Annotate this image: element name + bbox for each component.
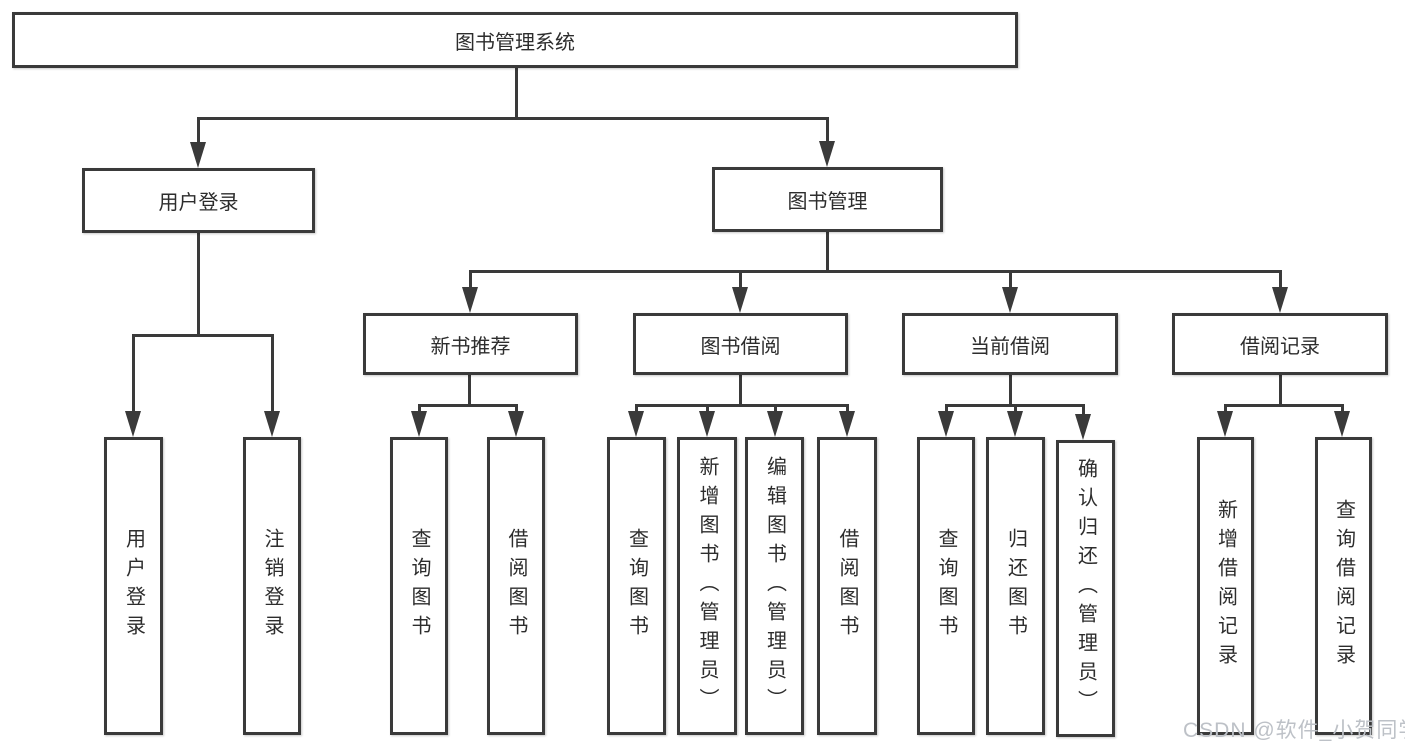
arrow-down-icon [699,411,715,437]
leaf-logout: 注销登录 [243,437,301,735]
connector-drop-user-login [197,117,200,146]
connector-drop-current-borrow [1009,270,1012,292]
connector-root-bar [197,117,829,120]
leaf-return-book-label: 归还图书 [1004,528,1027,644]
leaf-add-borrow-record: 新增借阅记录 [1197,437,1254,735]
connector-drop [635,404,638,414]
node-borrowing-records-label: 借阅记录 [1240,335,1320,358]
arrow-down-icon [508,411,524,437]
node-new-book-recommend: 新书推荐 [363,313,578,375]
connector-drop [846,404,849,414]
leaf-query-book-borrowing-label: 查询图书 [625,528,648,644]
arrow-down-icon [767,411,783,437]
connector-drop [1082,404,1085,416]
leaf-user-login: 用户登录 [104,437,163,735]
leaf-borrow-book-label: 借阅图书 [836,528,858,644]
connector-book-mgmt-stem [826,232,829,273]
leaf-query-borrow-record-label: 查询借阅记录 [1332,499,1355,673]
node-book-management-label: 图书管理 [787,191,868,213]
arrow-down-icon [819,141,835,167]
leaf-logout-label: 注销登录 [261,528,283,644]
arrow-down-icon [1334,411,1350,437]
connector-user-login-bar [132,334,273,337]
leaf-borrow-book-recommend: 借阅图书 [487,437,545,735]
connector-drop [1014,404,1017,414]
connector-borrow-record-bar [1224,404,1344,407]
leaf-query-book-recommend-label: 查询图书 [408,528,430,644]
node-user-login: 用户登录 [82,168,315,233]
node-book-borrowing-label: 图书借阅 [700,335,781,358]
connector-drop-borrow-record [1279,270,1282,292]
node-book-borrowing: 图书借阅 [633,313,848,375]
arrow-down-icon [1075,414,1091,440]
leaf-query-book-recommend: 查询图书 [390,437,448,735]
leaf-edit-book-admin: 编辑图书（管理员） [745,437,804,735]
connector-drop [706,404,709,414]
leaf-add-book-admin: 新增图书（管理员） [677,437,737,735]
connector-drop [1224,404,1227,414]
leaf-confirm-return-admin-label: 确认归还（管理员） [1074,458,1097,719]
connector-drop-logout-leaf [271,334,274,414]
arrow-down-icon [462,287,478,313]
arrow-down-icon [628,411,644,437]
leaf-query-book-current-label: 查询图书 [935,528,957,644]
leaf-add-book-admin-label: 新增图书（管理员） [696,455,718,717]
arrow-down-icon [1002,287,1018,313]
connector-new-rec-bar [418,404,518,407]
connector-drop [774,404,777,414]
csdn-watermark: CSDN @软件_小贺同学 [1183,719,1405,742]
leaf-borrow-book-recommend-label: 借阅图书 [505,528,527,644]
connector-drop-login-leaf [132,334,135,414]
connector-drop [418,404,421,414]
connector-drop [945,404,948,414]
node-book-management: 图书管理 [712,167,943,232]
connector-drop-new-rec [469,270,472,292]
arrow-down-icon [264,411,280,437]
leaf-add-borrow-record-label: 新增借阅记录 [1214,499,1237,673]
connector-current-borrow-stem [1009,375,1012,407]
leaf-query-book-current: 查询图书 [917,437,975,735]
node-library-system-label: 图书管理系统 [455,31,575,54]
arrow-down-icon [411,411,427,437]
node-borrowing-records: 借阅记录 [1172,313,1388,375]
connector-drop [515,404,518,414]
node-new-book-recommend-label: 新书推荐 [430,335,511,358]
leaf-query-borrow-record: 查询借阅记录 [1315,437,1372,735]
connector-book-borrow-bar [635,404,848,407]
leaf-confirm-return-admin: 确认归还（管理员） [1056,440,1115,737]
connector-book-mgmt-bar [469,270,1282,273]
leaf-borrow-book: 借阅图书 [817,437,877,735]
arrow-down-icon [1007,411,1023,437]
connector-root-stem [515,68,518,119]
node-current-borrowing: 当前借阅 [902,313,1118,375]
arrow-down-icon [839,411,855,437]
arrow-down-icon [1272,287,1288,313]
leaf-return-book: 归还图书 [986,437,1045,735]
leaf-edit-book-admin-label: 编辑图书（管理员） [763,455,786,717]
leaf-query-book-borrowing: 查询图书 [607,437,666,735]
connector-borrow-record-stem [1279,375,1282,407]
arrow-down-icon [190,142,206,168]
connector-drop-book-borrow [739,270,742,292]
arrow-down-icon [938,411,954,437]
leaf-user-login-label: 用户登录 [122,528,145,644]
connector-new-rec-stem [468,375,471,407]
arrow-down-icon [732,287,748,313]
connector-user-login-stem [197,233,200,336]
node-library-system: 图书管理系统 [12,12,1018,68]
node-current-borrowing-label: 当前借阅 [970,335,1050,358]
connector-drop-book-mgmt [826,117,829,146]
connector-drop [1341,404,1344,414]
node-user-login-label: 用户登录 [158,192,239,214]
arrow-down-icon [1217,411,1233,437]
arrow-down-icon [125,411,141,437]
connector-book-borrow-stem [739,375,742,407]
